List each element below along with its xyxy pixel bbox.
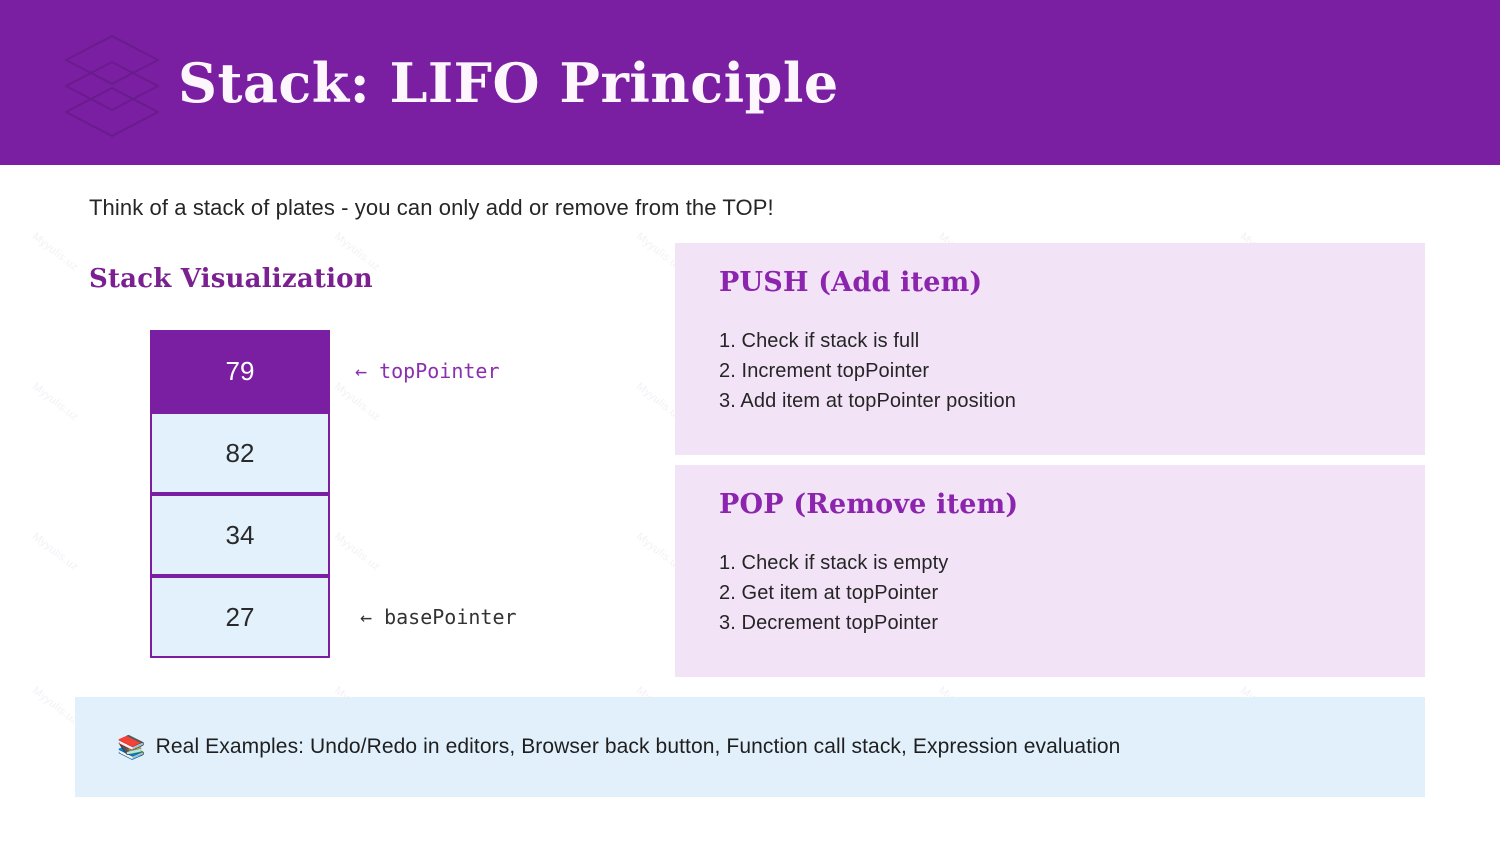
stack-cell-top[interactable]: 79: [150, 330, 330, 412]
top-pointer-label: ← topPointer: [355, 359, 500, 383]
layers-stack-icon: [60, 30, 165, 138]
watermark-text: Myyulis.uz: [30, 380, 81, 424]
stack-cell[interactable]: 34: [150, 494, 330, 576]
stack-visualization-title: Stack Visualization: [89, 264, 373, 294]
pop-step: 1. Check if stack is empty: [719, 552, 949, 574]
push-step: 2. Increment topPointer: [719, 360, 930, 382]
pop-card-title: POP (Remove item): [719, 489, 1019, 520]
push-step: 3. Add item at topPointer position: [719, 390, 1016, 412]
pop-step: 2. Get item at topPointer: [719, 582, 939, 604]
stack-row: 27 ← basePointer: [150, 576, 620, 658]
push-card-title: PUSH (Add item): [719, 267, 983, 298]
real-examples-text: Real Examples: Undo/Redo in editors, Bro…: [155, 735, 1121, 758]
push-operation-card: PUSH (Add item) 1. Check if stack is ful…: [675, 243, 1425, 455]
watermark-text: Myyulis.uz: [30, 230, 81, 274]
watermark-text: Myyulis.uz: [30, 530, 81, 574]
watermark-text: Myyulis.uz: [30, 684, 81, 728]
push-step: 1. Check if stack is full: [719, 330, 920, 352]
stack-cell[interactable]: 82: [150, 412, 330, 494]
pop-step: 3. Decrement topPointer: [719, 612, 939, 634]
stack-row: 34: [150, 494, 620, 576]
stack-cell-base[interactable]: 27: [150, 576, 330, 658]
books-icon: 📚: [117, 733, 146, 760]
page-title: Stack: LIFO Principle: [178, 51, 839, 115]
pop-operation-card: POP (Remove item) 1. Check if stack is e…: [675, 465, 1425, 677]
intro-text: Think of a stack of plates - you can onl…: [89, 195, 774, 220]
stack-visualization: 79 ← topPointer 82 34 27 ← basePointer: [150, 330, 620, 658]
stack-row: 82: [150, 412, 620, 494]
base-pointer-label: ← basePointer: [360, 605, 517, 629]
stack-row: 79 ← topPointer: [150, 330, 620, 412]
page-header: Stack: LIFO Principle: [0, 0, 1500, 165]
real-examples-banner: 📚 Real Examples: Undo/Redo in editors, B…: [75, 697, 1425, 797]
